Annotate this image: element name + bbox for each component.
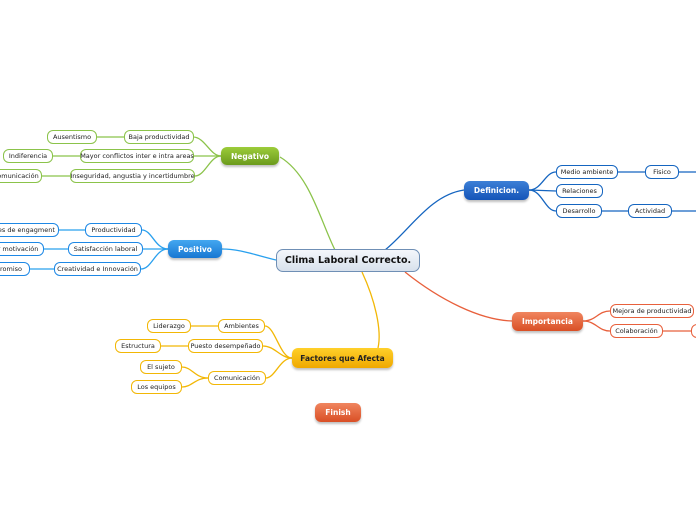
node-desarrollo[interactable]: Desarrollo (556, 204, 602, 218)
node-mayor-conflictos[interactable]: Mayor conflictos inter e intra areas (80, 149, 194, 163)
node-relaciones[interactable]: Relaciones (556, 184, 603, 198)
node-comunicacion-neg[interactable]: omunicación (0, 169, 42, 183)
finish-node[interactable]: Finish (315, 403, 361, 422)
node-colaboracion-child[interactable] (691, 324, 696, 338)
node-ausentismo[interactable]: Ausentismo (47, 130, 97, 144)
branch-negativo[interactable]: Negativo (221, 147, 279, 165)
node-satisfaccion-laboral[interactable]: Satisfacción laboral (68, 242, 143, 256)
node-compromiso[interactable]: romiso (0, 262, 30, 276)
node-baja-productividad[interactable]: Baja productividad (124, 130, 194, 144)
branch-positivo[interactable]: Positivo (168, 240, 222, 258)
node-productividad[interactable]: Productividad (85, 223, 142, 237)
node-indiferencia[interactable]: Indiferencia (3, 149, 53, 163)
branch-importancia[interactable]: Importancia (512, 312, 583, 331)
node-actividad[interactable]: Actividad (628, 204, 672, 218)
node-motivacion[interactable]: r motivación (0, 242, 44, 256)
node-inseguridad[interactable]: Inseguridad, angustia y incertidumbre (70, 169, 195, 183)
node-comunicacion-fact[interactable]: Comunicación (208, 371, 266, 385)
node-los-equipos[interactable]: Los equipos (131, 380, 182, 394)
branch-definicion[interactable]: Definicion. (464, 181, 529, 200)
node-niveles-engagment[interactable]: les de engagment (0, 223, 59, 237)
node-medio-ambiente[interactable]: Medio ambiente (556, 165, 618, 179)
central-topic[interactable]: Clima Laboral Correcto. (276, 249, 420, 272)
node-fisico[interactable]: Fisico (645, 165, 679, 179)
node-ambientes[interactable]: Ambientes (218, 319, 265, 333)
node-creatividad[interactable]: Creatividad e Innovación (54, 262, 141, 276)
node-mejora-productividad[interactable]: Mejora de productividad (610, 304, 694, 318)
node-colaboracion[interactable]: Colaboración (610, 324, 663, 338)
branch-factores[interactable]: Factores que Afecta (292, 348, 393, 368)
node-liderazgo[interactable]: Liderazgo (147, 319, 191, 333)
node-puesto-desempenado[interactable]: Puesto desempeñado (188, 339, 263, 353)
node-estructura[interactable]: Estructura (115, 339, 161, 353)
node-el-sujeto[interactable]: El sujeto (140, 360, 182, 374)
